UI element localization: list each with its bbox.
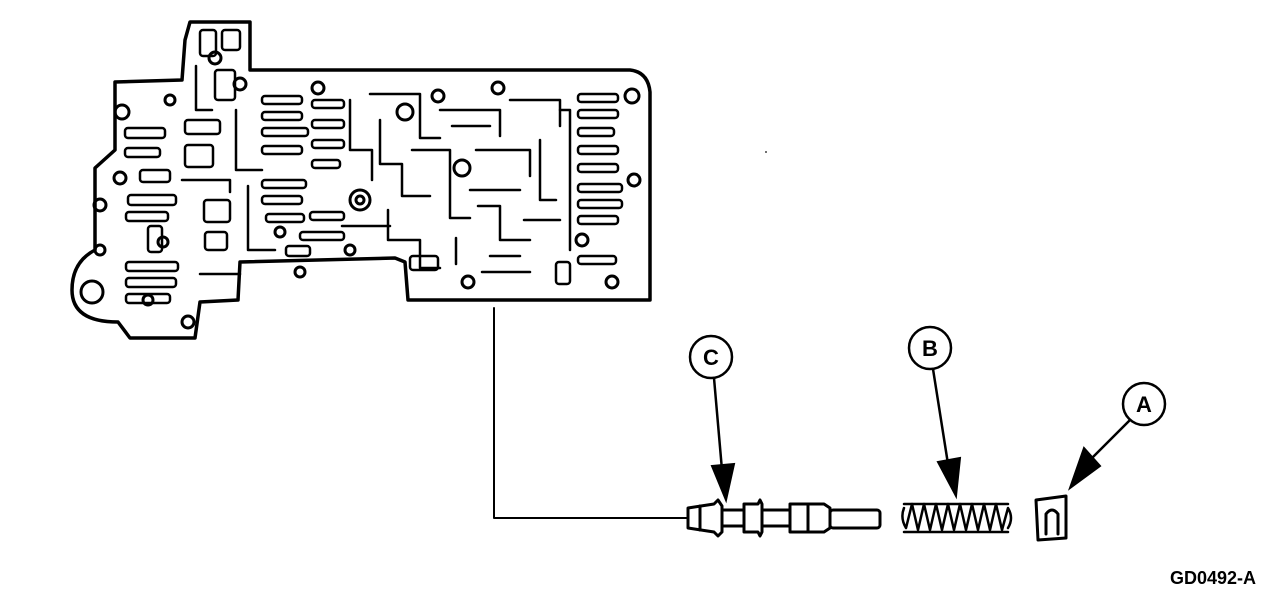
coil-spring-icon <box>901 502 1013 534</box>
callout-a-label: A <box>1136 392 1152 417</box>
retainer-clip-icon <box>1034 494 1068 542</box>
figure-code: GD0492-A <box>1170 568 1256 588</box>
valve-body-plate-icon <box>70 20 652 340</box>
scan-speck <box>765 151 767 153</box>
callout-c-label: C <box>703 345 719 370</box>
callout-a: A <box>1067 381 1167 491</box>
valve-body-channels <box>123 28 624 305</box>
callout-c: C <box>688 334 736 504</box>
callout-b-arrowhead <box>936 456 962 500</box>
callout-c-arrowhead <box>710 462 736 504</box>
spool-valve-icon <box>686 498 882 538</box>
callout-b-label: B <box>922 336 938 361</box>
bore-leader-line <box>493 307 689 519</box>
callout-a-arrowhead <box>1067 446 1102 491</box>
callout-b: B <box>907 325 962 500</box>
